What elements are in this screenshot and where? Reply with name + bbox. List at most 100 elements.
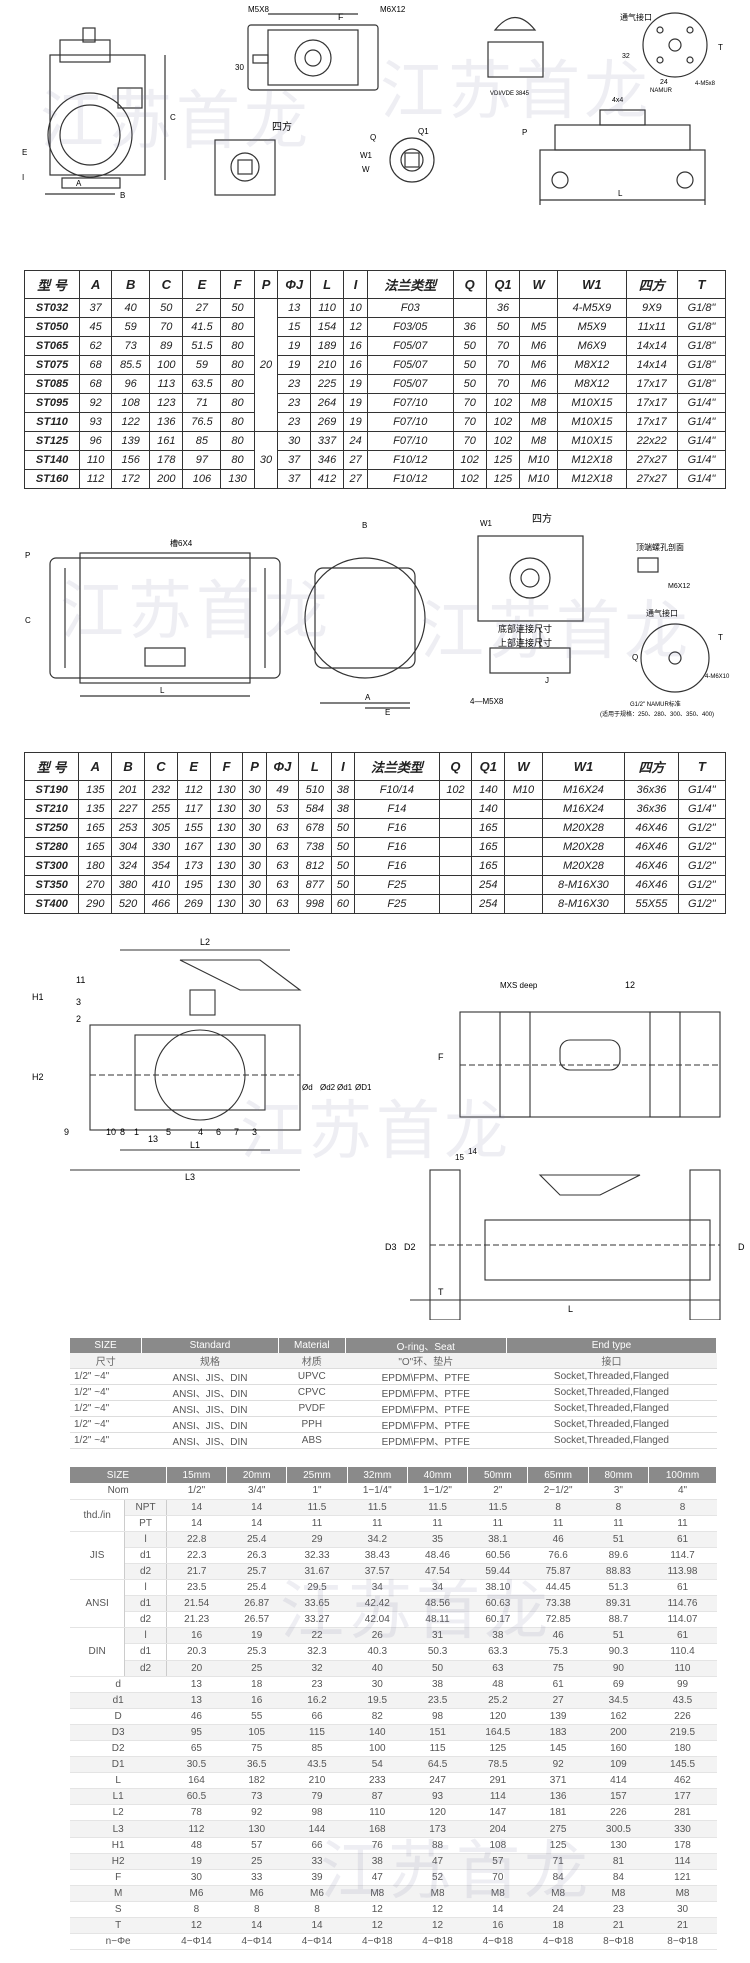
- table-cell: 55: [226, 1708, 287, 1725]
- table-cell: 168: [347, 1820, 408, 1838]
- table-cell: 247: [407, 1772, 468, 1790]
- table-cell: 27x27: [625, 469, 678, 489]
- table-cell: 12: [347, 1917, 408, 1935]
- label-E: E: [385, 708, 390, 717]
- table-cell: M8: [467, 1885, 528, 1902]
- table-cell: 165: [471, 837, 506, 857]
- table-cell: 160: [588, 1740, 649, 1758]
- table-cell: 80: [220, 393, 255, 413]
- table-cell: 414: [588, 1772, 649, 1790]
- table-cell: 30: [242, 894, 267, 914]
- label-Q: Q: [632, 653, 638, 662]
- table-cell: 4-M5X9: [557, 298, 627, 318]
- label-D1: ØD1: [355, 1083, 372, 1092]
- table-cell: 105: [226, 1724, 287, 1742]
- table-cell: 73: [226, 1788, 287, 1806]
- table-cell: G1/8": [676, 374, 727, 394]
- table-cell: 354: [143, 856, 178, 876]
- table-cell: F14: [354, 799, 440, 819]
- table-cell: 165: [78, 818, 113, 838]
- label-Q: Q: [370, 133, 376, 142]
- label-tongqi: 通气接口: [620, 12, 652, 22]
- table-cell: 82: [347, 1708, 408, 1725]
- column-header: Q1: [471, 752, 506, 781]
- table-cell: 156: [111, 450, 151, 470]
- table-cell: 15: [277, 317, 311, 337]
- table-cell: 36x36: [624, 799, 679, 819]
- table-cell: F05/07: [366, 336, 454, 356]
- label-tongqi: 通气接口: [646, 608, 678, 618]
- table-cell: 59.44: [467, 1563, 528, 1581]
- table-cell: 154: [309, 317, 345, 337]
- table-cell: 155: [176, 818, 211, 838]
- table-cell: 63: [467, 1660, 528, 1677]
- table-cell: 60: [330, 894, 356, 914]
- column-header: 四方: [625, 270, 678, 299]
- label-C: C: [170, 113, 176, 122]
- table-cell: 21.23: [166, 1611, 227, 1629]
- table-cell: 33.27: [286, 1611, 348, 1629]
- table-cell: [452, 298, 487, 318]
- table-cell: 38: [347, 1853, 408, 1870]
- label-6: 6: [216, 1127, 221, 1137]
- table-cell: G1/4": [676, 393, 727, 413]
- table-cell: 61: [648, 1627, 717, 1645]
- table-cell: 125: [527, 1837, 589, 1854]
- label-mxs: MXS deep: [500, 981, 538, 990]
- table-cell: 254: [471, 894, 506, 914]
- table-cell: F05/07: [366, 374, 454, 394]
- table-cell: 46: [527, 1531, 589, 1548]
- table-cell: 275: [527, 1820, 589, 1838]
- table-cell: 93: [79, 412, 113, 432]
- table-cell: M8: [347, 1885, 408, 1902]
- row-label: Nom: [70, 1483, 167, 1500]
- sub-label: NPT: [124, 1499, 167, 1516]
- table-cell: 84: [527, 1869, 589, 1886]
- table-cell: [438, 875, 473, 895]
- model-cell: ST160: [23, 469, 81, 489]
- table-cell: 51: [588, 1531, 649, 1548]
- table-cell: 29.5: [286, 1579, 348, 1597]
- table-cell: M8: [519, 412, 559, 432]
- table-cell: 115: [286, 1724, 348, 1742]
- label-7: 7: [234, 1127, 239, 1137]
- table-cell: 304: [111, 837, 145, 857]
- column-header: SIZE: [70, 1338, 143, 1353]
- row-label: F: [70, 1869, 167, 1886]
- table-cell: [438, 856, 473, 876]
- table-cell: [504, 818, 543, 838]
- table-cell: 16.2: [286, 1692, 348, 1709]
- model-cell: ST075: [23, 355, 81, 375]
- table-cell: 11: [588, 1515, 649, 1532]
- group-label: DIN: [70, 1627, 126, 1677]
- label-W1: W1: [360, 151, 373, 160]
- label-shangbu: 上部连接尺寸: [498, 637, 552, 648]
- table-cell: 120: [467, 1708, 528, 1725]
- table-cell: EPDM\FPM、PTFE: [345, 1416, 507, 1433]
- table-cell: 164: [166, 1772, 227, 1790]
- subheader-cell: 材质: [278, 1353, 346, 1369]
- label-P: P: [25, 551, 30, 560]
- table-cell: 46: [527, 1627, 589, 1645]
- table-cell: 219.5: [648, 1724, 717, 1742]
- table-cell: 337: [309, 431, 345, 451]
- table-cell: 225: [309, 374, 345, 394]
- table-cell: 200: [588, 1724, 649, 1742]
- table-cell: 33.65: [286, 1595, 348, 1613]
- row-label: L3: [70, 1820, 167, 1838]
- table-cell: 136: [527, 1788, 589, 1806]
- label-3: 3: [76, 997, 81, 1007]
- label-F: F: [338, 12, 344, 22]
- table-cell: 38: [330, 780, 356, 800]
- table-cell: 130: [209, 780, 244, 800]
- table-cell: 30: [242, 856, 267, 876]
- table-cell: 16: [343, 336, 368, 356]
- table-cell: 63.5: [182, 374, 222, 394]
